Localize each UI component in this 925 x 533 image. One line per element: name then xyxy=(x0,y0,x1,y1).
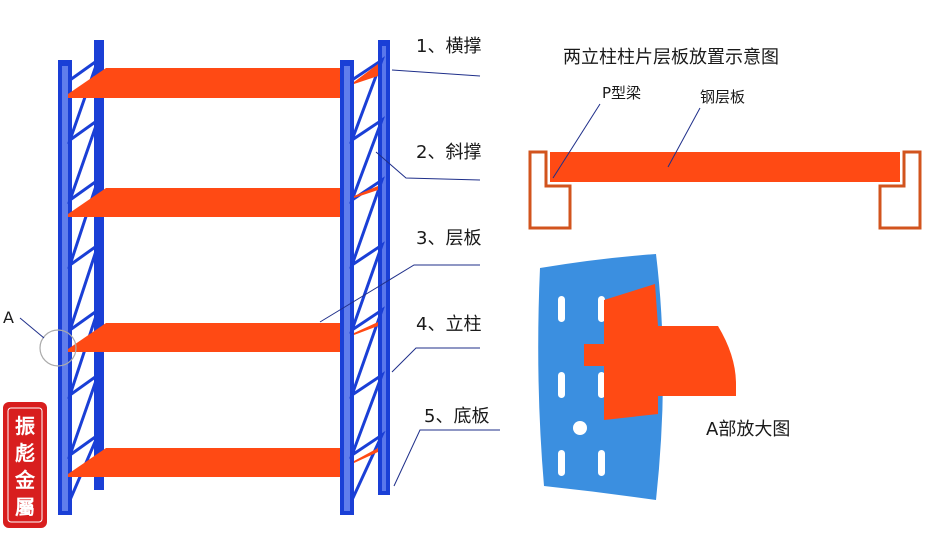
steel-panel xyxy=(550,152,900,182)
part-label-2: 2、斜撑 xyxy=(416,142,481,163)
seal-char-4: 屬 xyxy=(15,495,35,519)
part-leader-1 xyxy=(391,69,481,77)
part-leader-3 xyxy=(319,264,480,323)
part-label-1: 1、横撑 xyxy=(416,36,481,57)
right-upright-front-holes xyxy=(344,66,350,511)
left-upright-front-holes xyxy=(62,66,68,511)
p-beam-leader xyxy=(552,103,601,179)
section-title: 两立柱柱片层板放置示意图 xyxy=(563,47,779,68)
shelf-panel-1 xyxy=(68,68,340,98)
p-beam-left xyxy=(528,150,572,230)
detail-beam-connector xyxy=(584,284,736,420)
detail-a: A部放大图 xyxy=(538,254,790,500)
seal-char-3: 金 xyxy=(14,468,36,492)
part-leader-5 xyxy=(393,429,500,487)
callout-a-circle xyxy=(39,329,77,367)
part-label-3: 3、层板 xyxy=(416,228,481,249)
seal-char-1: 振 xyxy=(15,414,35,438)
callout-a-label: A xyxy=(3,308,14,327)
seal-border xyxy=(7,407,43,523)
detail-slots xyxy=(558,296,605,476)
detail-caption: A部放大图 xyxy=(706,419,790,440)
cross-section: 两立柱柱片层板放置示意图 P型梁 钢层板 xyxy=(528,47,922,230)
company-seal: 振 彪 金 屬 xyxy=(3,402,47,528)
steel-panel-label: 钢层板 xyxy=(700,88,745,106)
right-upright-back-holes xyxy=(382,46,386,491)
part-labels: 1、横撑 2、斜撑 3、层板 4、立柱 5、底板 xyxy=(319,36,500,487)
callout-a: A xyxy=(3,308,77,367)
shelf-beam-3-side xyxy=(354,322,378,335)
right-diagonal-bracing xyxy=(348,56,386,501)
part-leader-2 xyxy=(375,151,481,181)
part-label-5: 5、底板 xyxy=(424,406,489,427)
shelf-panel-3 xyxy=(68,323,340,352)
seal-background xyxy=(3,402,47,528)
shelf-panels xyxy=(68,64,378,477)
callout-a-leader xyxy=(19,317,45,339)
shelf-beam-1-side xyxy=(354,64,378,84)
part-leader-4 xyxy=(391,347,480,373)
left-upright-back xyxy=(94,40,104,490)
p-beam-right xyxy=(878,150,922,230)
left-upright-frame xyxy=(58,40,104,515)
shelf-beam-4-side xyxy=(354,448,378,463)
shelf-panel-4 xyxy=(68,448,340,477)
shelf-panel-2 xyxy=(68,188,340,217)
p-beam-label: P型梁 xyxy=(602,84,641,102)
shelf-beam-2-side xyxy=(354,186,378,198)
steel-panel-leader xyxy=(667,107,701,168)
right-upright-frame xyxy=(340,40,390,515)
seal-char-2: 彪 xyxy=(15,441,35,465)
part-label-4: 4、立柱 xyxy=(416,314,481,335)
left-diagonal-bracing xyxy=(67,56,102,501)
